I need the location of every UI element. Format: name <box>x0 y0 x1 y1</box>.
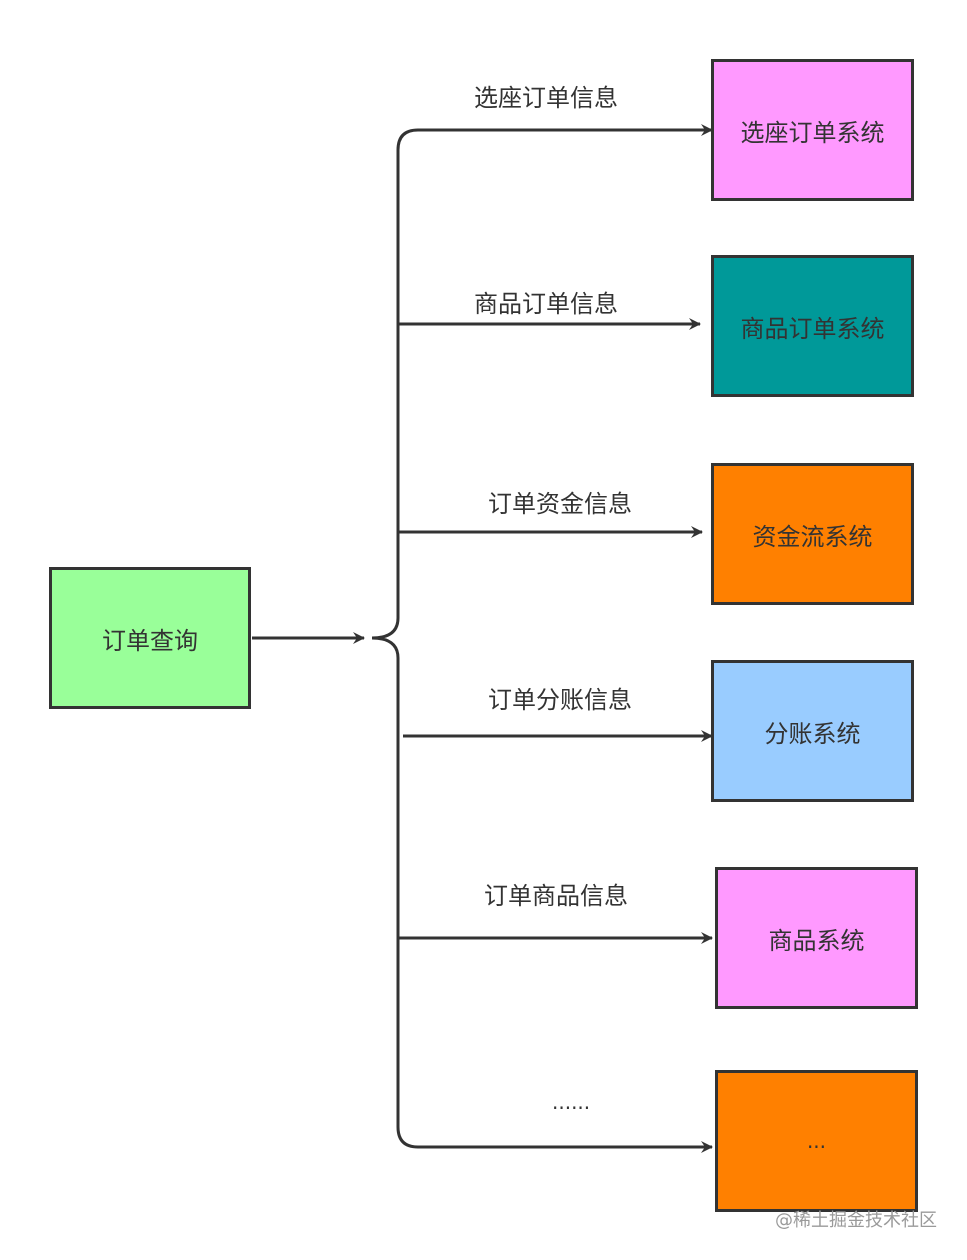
edge-label-4: 订单分账信息 <box>488 686 632 714</box>
target-node-2-label: 商品订单系统 <box>740 314 885 343</box>
target-node-6-label: ... <box>806 1129 827 1153</box>
edge-label-2: 商品订单信息 <box>474 290 618 318</box>
target-node-1-label: 选座订单系统 <box>740 118 885 147</box>
target-node-1: 选座订单系统 <box>711 59 914 201</box>
branch-bus <box>371 128 419 1149</box>
edge-label-6: ...... <box>552 1090 591 1114</box>
target-node-3: 资金流系统 <box>711 463 914 605</box>
target-node-3-label: 资金流系统 <box>752 522 873 551</box>
watermark: @稀土掘金技术社区 <box>775 1210 937 1231</box>
source-node-label: 订单查询 <box>102 626 198 655</box>
edge-label-5: 订单商品信息 <box>484 882 628 910</box>
target-node-4: 分账系统 <box>711 660 914 802</box>
source-node: 订单查询 <box>49 567 251 709</box>
target-node-5-label: 商品系统 <box>768 926 865 955</box>
target-node-2: 商品订单系统 <box>711 255 914 397</box>
target-node-4-label: 分账系统 <box>764 719 861 748</box>
target-node-6: ... <box>715 1070 918 1212</box>
edge-label-1: 选座订单信息 <box>474 84 618 112</box>
edge-label-3: 订单资金信息 <box>488 490 632 518</box>
target-node-5: 商品系统 <box>715 867 918 1009</box>
